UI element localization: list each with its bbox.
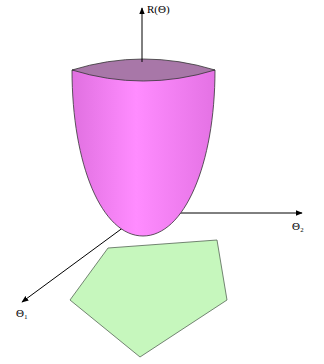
paraboloid-rim xyxy=(72,59,215,81)
r-axis xyxy=(142,8,143,62)
paraboloid-surface xyxy=(72,70,215,236)
axis-label: Θ₁ xyxy=(16,308,28,319)
axis-label: Θ₂ xyxy=(292,221,304,232)
axis-label: R(Θ) xyxy=(147,4,170,15)
constraint-polygon xyxy=(70,240,227,357)
